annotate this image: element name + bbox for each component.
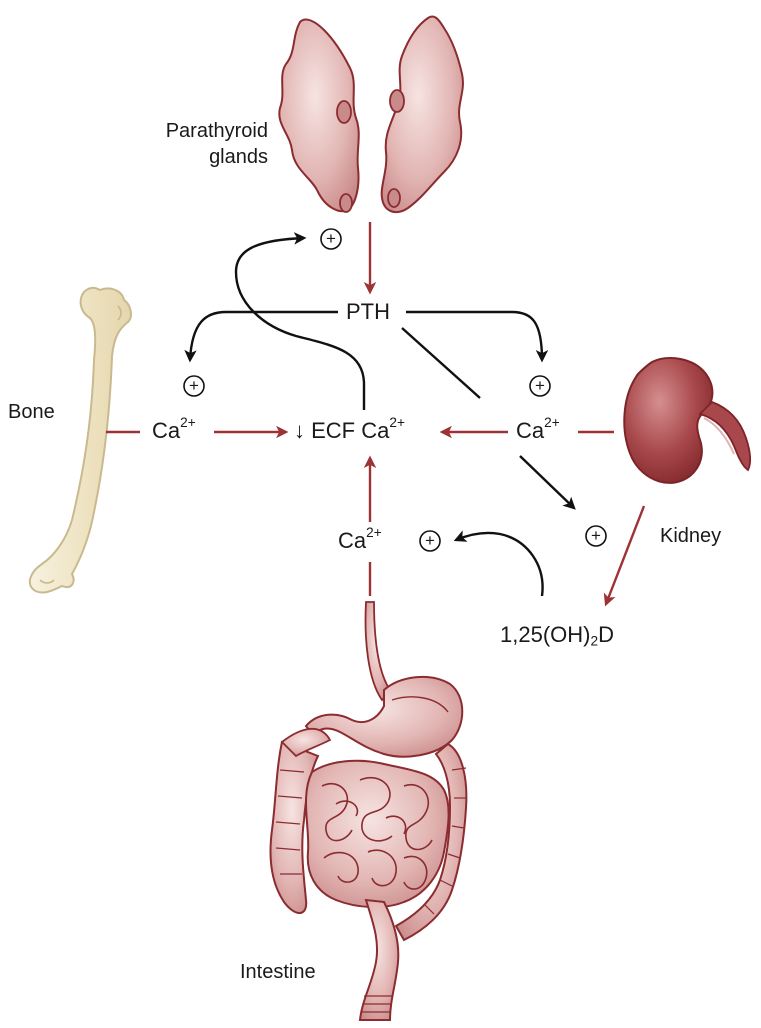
arrow-ecf-feedback — [234, 232, 366, 410]
parathyroid-label-line2: glands — [209, 146, 268, 168]
plus-circle-kidney — [529, 375, 551, 397]
bone-calcium-base: Ca — [152, 418, 181, 443]
bone-icon — [28, 286, 132, 594]
vitamin-d-subscript: 2 — [590, 633, 599, 649]
arrow-kidney-to-vitamin-d — [603, 505, 646, 607]
vitamin-d-label: 1,25(OH)2D — [500, 622, 614, 649]
ecf-calcium-charge: 2+ — [389, 415, 405, 431]
parathyroid-glands-icon — [278, 15, 464, 214]
intestine-calcium-base: Ca — [338, 528, 367, 553]
bone-label: Bone — [8, 401, 55, 423]
plus-circle-bone — [183, 375, 205, 397]
ecf-calcium-label: ↓ ECF Ca2+ — [294, 416, 405, 443]
kidney-icon — [623, 357, 752, 484]
plus-circle-intestine — [419, 530, 441, 552]
plus-sign-parathyroid: + — [326, 229, 336, 248]
stimulation-markers — [183, 228, 607, 552]
decrease-arrow-icon: ↓ — [294, 418, 305, 443]
red-arrows — [106, 222, 646, 607]
vitamin-d-prefix: 1,25(OH) — [500, 622, 591, 647]
plus-sign-kidney: + — [535, 376, 545, 395]
plus-sign-intestine: + — [425, 531, 435, 550]
arrow-pth-to-kidney-diagonal — [401, 327, 481, 399]
intestine-label: Intestine — [240, 961, 316, 983]
parathyroid-label: Parathyroid glands — [128, 118, 268, 170]
plus-sign-kidney-vitd: + — [591, 526, 601, 545]
intestine-calcium-label: Ca2+ — [338, 526, 382, 553]
plus-circle-kidney-vitd — [585, 525, 607, 547]
kidney-calcium-base: Ca — [516, 418, 545, 443]
arrow-pth-to-kidney — [406, 310, 549, 363]
arrow-kidney-ca-to-plus — [519, 455, 576, 510]
arrow-vitamin-d-to-intestine — [453, 530, 544, 597]
intestine-calcium-charge: 2+ — [366, 525, 382, 541]
bone-calcium-charge: 2+ — [180, 415, 196, 431]
black-arrows — [184, 232, 576, 597]
parathyroid-label-line1: Parathyroid — [165, 120, 268, 142]
arrow-pth-to-bone — [184, 310, 338, 363]
ecf-calcium-text: ECF Ca — [311, 418, 390, 443]
kidney-calcium-label: Ca2+ — [516, 416, 560, 443]
vitamin-d-suffix: D — [598, 622, 614, 647]
plus-sign-bone: + — [189, 376, 199, 395]
plus-circle-parathyroid — [320, 228, 342, 250]
pth-label: PTH — [346, 299, 390, 324]
kidney-calcium-charge: 2+ — [544, 415, 560, 431]
intestine-icon — [269, 601, 468, 1021]
bone-calcium-label: Ca2+ — [152, 416, 196, 443]
kidney-label: Kidney — [660, 525, 722, 547]
